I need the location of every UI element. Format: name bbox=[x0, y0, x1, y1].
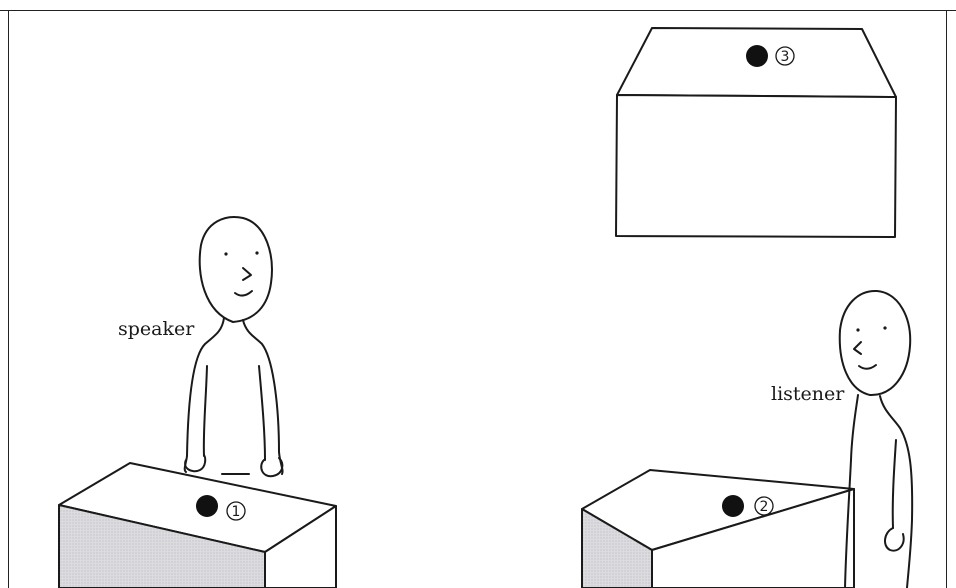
frame-right-border bbox=[946, 10, 947, 588]
speaker-head bbox=[198, 216, 273, 323]
speaker-figure bbox=[183, 216, 284, 478]
listener-hand bbox=[884, 527, 905, 552]
box-2 bbox=[581, 469, 855, 588]
marker-1-number: 1 bbox=[232, 504, 241, 520]
listener-nose bbox=[853, 341, 862, 355]
speaker-left-arm bbox=[202, 365, 208, 457]
speaker-label: speaker bbox=[118, 318, 195, 340]
listener-arm bbox=[891, 439, 897, 529]
box-2-front bbox=[651, 488, 855, 588]
speaker-nose bbox=[242, 267, 252, 281]
listener-mouth bbox=[858, 364, 877, 370]
box-2-side bbox=[581, 508, 653, 588]
box-1 bbox=[58, 462, 337, 588]
marker-3-number: 3 bbox=[781, 49, 790, 65]
listener-head bbox=[838, 289, 912, 397]
frame-top-border bbox=[0, 10, 956, 11]
speaker-right-outline bbox=[242, 319, 284, 475]
marker-2-number: 2 bbox=[760, 499, 769, 515]
speaker-mouth bbox=[234, 290, 253, 297]
frame-left-border bbox=[8, 10, 9, 588]
speaker-left-hand bbox=[184, 454, 207, 473]
listener-right-outline bbox=[879, 395, 914, 588]
speaker-right-hand bbox=[260, 457, 284, 478]
listener-left-outline bbox=[844, 394, 859, 588]
speaker-right-arm bbox=[258, 365, 266, 461]
listener-figure bbox=[838, 289, 914, 588]
box-1-side bbox=[58, 504, 266, 588]
box-1-front bbox=[264, 505, 337, 588]
box-3-front bbox=[615, 94, 897, 238]
marker-3: 3 bbox=[746, 45, 795, 67]
marker-1: 1 bbox=[196, 495, 246, 521]
marker-2: 2 bbox=[722, 495, 774, 517]
listener-label: listener bbox=[771, 383, 845, 405]
